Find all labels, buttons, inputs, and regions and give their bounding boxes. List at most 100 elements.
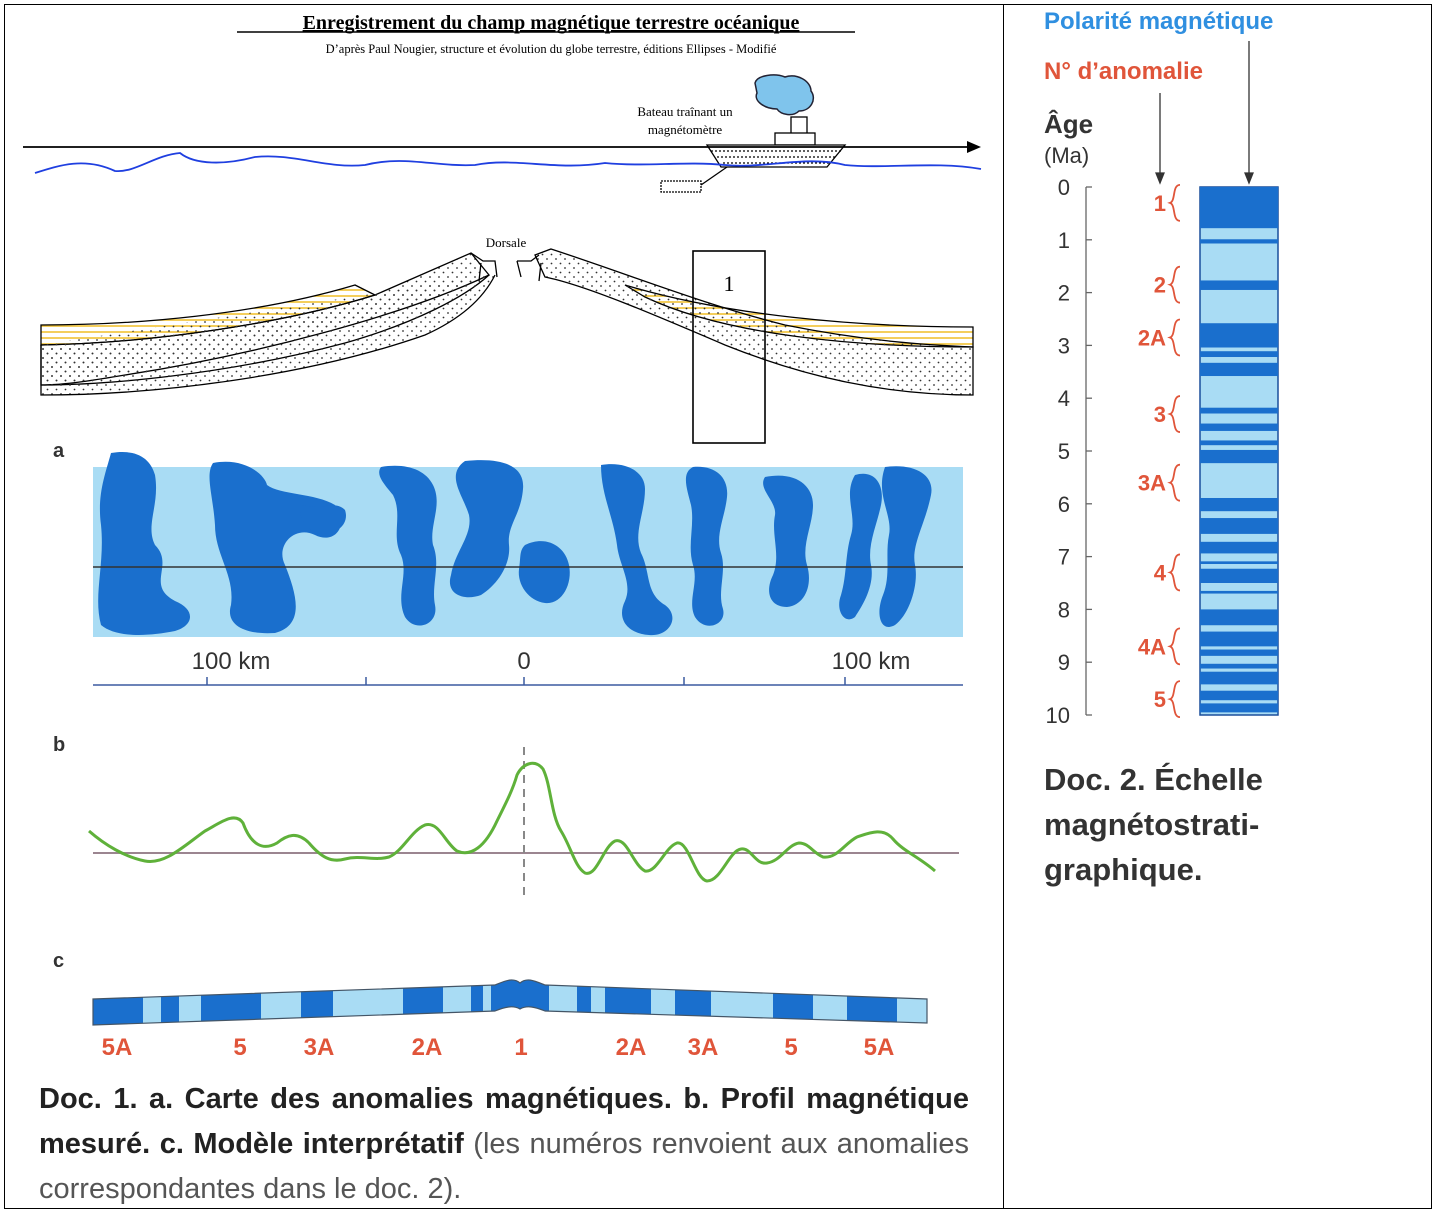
boat-label-1: Bateau traînant un xyxy=(637,104,733,119)
doc1-figure: Enregistrement du champ magnétique terre… xyxy=(23,12,982,1061)
anomaly-label-row: 5A 5 3A 2A 1 2A 3A 5 5A xyxy=(102,1034,895,1061)
anomaly-label: 5A xyxy=(864,1034,895,1061)
polarity-normal-band xyxy=(1200,518,1278,534)
anomaly-number: 1 xyxy=(1154,191,1166,216)
doc2-caption-line2: magnétostrati- xyxy=(1044,807,1260,842)
polarity-normal-band xyxy=(1200,703,1278,713)
polarity-normal-band xyxy=(1200,351,1278,358)
anomaly-number: 4A xyxy=(1138,634,1166,659)
polarity-normal-band xyxy=(1200,239,1278,244)
anomaly-brace xyxy=(1167,183,1181,222)
doc2-caption-line3: graphique. xyxy=(1044,852,1203,887)
polarity-normal-band xyxy=(1200,561,1278,564)
anomaly-label: 2A xyxy=(616,1034,647,1061)
age-tick-label: 0 xyxy=(1058,175,1070,200)
polarity-column xyxy=(1199,186,1279,716)
polarity-normal-band xyxy=(1200,440,1278,446)
sea-surface xyxy=(34,152,982,174)
polarity-normal-band xyxy=(1200,671,1278,685)
crust-cross-section xyxy=(40,248,974,396)
anomaly-label: 5 xyxy=(233,1034,246,1061)
smoke-cloud-icon xyxy=(754,74,815,116)
doc2-caption-line1: Doc. 2. Échelle xyxy=(1044,762,1263,797)
anomaly-number: 5 xyxy=(1154,687,1166,712)
age-tick-label: 4 xyxy=(1058,386,1070,411)
age-header: Âge xyxy=(1044,109,1093,139)
anomaly-brace xyxy=(1167,265,1181,304)
age-unit: (Ma) xyxy=(1044,143,1089,168)
scale-left: 100 km xyxy=(192,648,271,675)
doc2-cell: Polarité magnétique N° d’anomalie Âge (M… xyxy=(1004,4,1432,1209)
doc1-caption: Doc. 1. a. Carte des anomalies magnétiqu… xyxy=(39,1077,969,1212)
doc1-title: Enregistrement du champ magnétique terre… xyxy=(303,12,800,34)
doc1-cell: Enregistrement du champ magnétique terre… xyxy=(4,4,1004,1209)
anomaly-number: 4 xyxy=(1154,560,1167,585)
anomaly-number: 3A xyxy=(1138,471,1166,496)
anomaly-number: 2 xyxy=(1154,273,1166,298)
age-tick-label: 8 xyxy=(1058,597,1070,622)
polarity-normal-band xyxy=(1200,609,1278,626)
polarity-normal-band xyxy=(1200,187,1278,229)
polarity-normal-band xyxy=(1200,323,1278,348)
polarity-normal-band xyxy=(1200,407,1278,414)
highlight-box xyxy=(692,250,766,444)
interpretive-model xyxy=(92,979,928,1026)
boat-icon xyxy=(705,116,847,168)
highlight-box-label: 1 xyxy=(724,271,735,296)
panel-c-letter: c xyxy=(53,950,64,972)
age-tick-label: 3 xyxy=(1058,333,1070,358)
scale-right: 100 km xyxy=(832,648,911,675)
age-tick-label: 10 xyxy=(1046,703,1070,728)
age-tick-label: 1 xyxy=(1058,228,1070,253)
anomaly-label: 5 xyxy=(784,1034,797,1061)
polarity-normal-band xyxy=(1200,362,1278,377)
anomaly-number: 3 xyxy=(1154,402,1166,427)
polarity-normal-band xyxy=(1200,590,1278,594)
anomaly-label: 3A xyxy=(688,1034,719,1061)
magnetometer-icon xyxy=(660,180,702,193)
polarity-normal-band xyxy=(1200,663,1278,669)
doc2-figure: Polarité magnétique N° d’anomalie Âge (M… xyxy=(1044,8,1279,728)
scale-center: 0 xyxy=(517,648,530,675)
age-tick-label: 5 xyxy=(1058,439,1070,464)
polarity-normal-band xyxy=(1200,497,1278,512)
anomaly-brace xyxy=(1167,553,1181,592)
anomaly-brace xyxy=(1167,627,1181,666)
magnetic-profile xyxy=(88,761,936,883)
polarity-normal-band xyxy=(1200,449,1278,464)
polarity-normal-band xyxy=(1200,568,1278,583)
anomaly-label: 3A xyxy=(304,1034,335,1061)
arrow-right-icon xyxy=(967,141,981,153)
anomaly-brace xyxy=(1167,395,1181,433)
anomaly-brace xyxy=(1167,318,1181,357)
polarity-normal-band xyxy=(1200,541,1278,554)
panel-a-letter: a xyxy=(53,440,65,462)
age-tick-label: 2 xyxy=(1058,281,1070,306)
panel-b-letter: b xyxy=(53,734,65,756)
doc1-subtitle: D’après Paul Nougier, structure et évolu… xyxy=(326,42,777,56)
polarity-normal-band xyxy=(1200,690,1278,701)
age-tick-label: 6 xyxy=(1058,492,1070,517)
age-tick-label: 9 xyxy=(1058,650,1070,675)
polarity-header: Polarité magnétique xyxy=(1044,8,1273,35)
age-tick-label: 7 xyxy=(1058,545,1070,570)
polarity-normal-band xyxy=(1200,649,1278,656)
arrow-down-icon xyxy=(1155,41,1254,185)
anomaly-label: 2A xyxy=(412,1034,443,1061)
doc2-caption: Doc. 2. Échelle magnétostrati- graphique… xyxy=(1044,757,1424,892)
anomaly-number: 2A xyxy=(1138,325,1166,350)
anomaly-label: 5A xyxy=(102,1034,133,1061)
anomaly-brace xyxy=(1167,463,1181,502)
doc1-caption-normal: (les numéros renvoient aux anomalies cor… xyxy=(39,1128,969,1205)
ridge-label: Dorsale xyxy=(486,235,527,250)
anomaly-label: 1 xyxy=(514,1034,527,1061)
anomaly-brace xyxy=(1167,680,1181,719)
anomaly-map xyxy=(93,451,963,637)
doc1-caption-bold: Doc. 1. a. Carte des anomalies magnétiqu… xyxy=(39,1083,969,1160)
anomaly-header: N° d’anomalie xyxy=(1044,58,1203,85)
polarity-normal-band xyxy=(1200,631,1278,647)
boat-label-2: magnétomètre xyxy=(648,122,723,137)
scale-bar xyxy=(93,677,963,686)
polarity-normal-band xyxy=(1200,280,1278,290)
polarity-normal-band xyxy=(1200,423,1278,431)
